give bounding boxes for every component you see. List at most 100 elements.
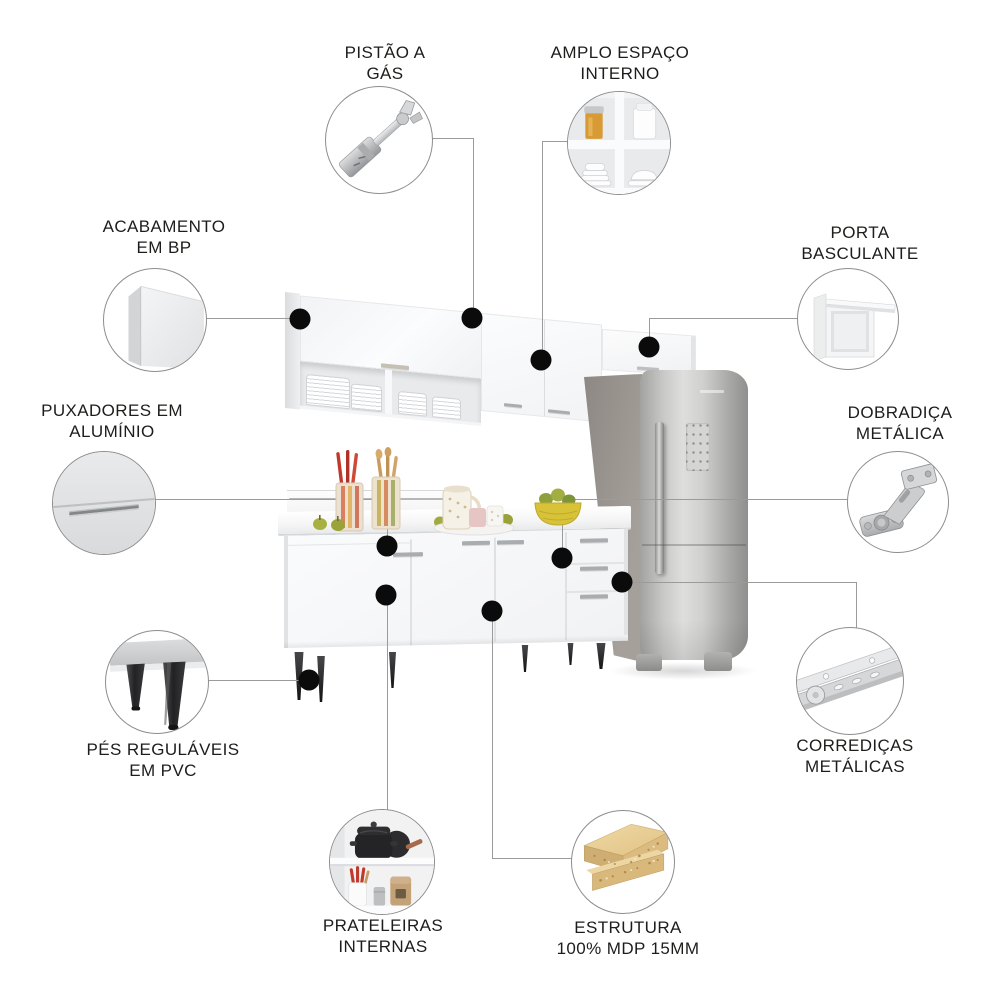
label-line: AMPLO ESPAÇO	[550, 43, 690, 62]
refrigerator-shadow	[608, 662, 758, 680]
feature-label-acabamento: ACABAMENTO EM BP	[44, 216, 284, 258]
feature-photo-amplo-espaco	[567, 91, 671, 195]
mdp-board-icon	[583, 823, 669, 891]
plate-stack	[306, 374, 350, 410]
label-line: INTERNO	[580, 64, 660, 83]
callout-line-amplo-h	[543, 141, 569, 142]
callout-dot-pistao	[461, 307, 483, 329]
callout-line-puxadores-h	[153, 499, 387, 500]
feature-photo-porta-basculante	[797, 268, 899, 370]
feature-photo-pes-regulaveis	[105, 630, 209, 734]
feature-label-puxadores: PUXADORES EM ALUMÍNIO	[0, 400, 232, 442]
refrigerator-foot	[704, 652, 732, 671]
callout-dot-corredicas	[611, 571, 633, 593]
feature-photo-corredicas	[796, 627, 904, 735]
feature-label-pes-regulaveis: PÉS REGULÁVEIS EM PVC	[43, 739, 283, 781]
label-line: GÁS	[366, 64, 404, 83]
callout-dot-acabamento	[289, 308, 311, 330]
refrigerator-control-panel	[686, 423, 710, 471]
bowl-stack	[398, 390, 427, 417]
label-line: ACABAMENTO	[102, 217, 226, 236]
callout-line-acabamento	[205, 318, 290, 319]
base-door-handle	[462, 540, 490, 546]
callout-dot-prateleiras	[375, 584, 397, 606]
feature-photo-dobradica	[847, 451, 949, 553]
label-line: PRATELEIRAS	[322, 916, 444, 935]
niche-divider	[385, 369, 392, 415]
label-line: BASCULANTE	[801, 244, 919, 263]
label-line: 100% MDP 15MM	[556, 939, 700, 958]
metal-hinge-icon	[859, 463, 938, 537]
door-seam	[494, 537, 496, 642]
callout-line-estrutura-v	[492, 620, 493, 858]
cabinet-interior-icon	[568, 92, 670, 194]
feature-label-pistao-a-gas: PISTÃO A GÁS	[265, 42, 505, 84]
callout-line-prateleiras-v	[387, 604, 388, 810]
wooden-spoons	[375, 447, 398, 481]
cups	[469, 505, 504, 527]
label-line: PÉS REGULÁVEIS	[86, 740, 240, 759]
feature-label-amplo-espaco: AMPLO ESPAÇO INTERNO	[500, 42, 740, 84]
feature-photo-acabamento	[103, 268, 207, 372]
callout-line-dobradica-h	[562, 499, 848, 500]
feature-label-prateleiras: PRATELEIRAS INTERNAS	[263, 915, 503, 957]
metal-slide-icon	[797, 642, 903, 715]
utensil-crock-b	[371, 476, 401, 530]
refrigerator-brand-mark	[700, 390, 724, 393]
base-bottom-shade	[284, 634, 628, 648]
cabinet-leg	[567, 643, 574, 665]
callout-line-corredicas-v	[856, 582, 857, 629]
bowl-stack	[432, 396, 461, 420]
pvc-feet-icon	[110, 638, 206, 730]
wall-door-handle	[548, 409, 570, 415]
countertop-decor	[313, 447, 582, 536]
label-line: ALUMÍNIO	[69, 422, 155, 441]
callout-line-pes-h	[206, 680, 300, 681]
drawer-handle	[580, 594, 608, 599]
cabinet-leg	[596, 643, 606, 669]
feature-photo-pistao-a-gas	[325, 86, 433, 194]
label-line: EM PVC	[129, 761, 197, 780]
base-door-handle	[497, 539, 524, 545]
callout-dot-pes	[298, 669, 320, 691]
base-cabinet	[284, 528, 628, 648]
feature-photo-prateleiras	[329, 809, 435, 915]
flip-door-icon	[813, 293, 896, 362]
label-line: CORREDIÇAS	[796, 736, 914, 755]
refrigerator-handle	[655, 422, 664, 574]
feature-label-estrutura: ESTRUTURA 100% MDP 15MM	[508, 917, 748, 959]
feature-label-porta-basculante: PORTA BASCULANTE	[740, 222, 980, 264]
internal-shelves-icon	[330, 810, 434, 914]
callout-dot-dobradica	[551, 547, 573, 569]
feature-photo-estrutura	[571, 810, 675, 914]
label-line: METÁLICAS	[805, 757, 905, 776]
wall-cabinet	[285, 292, 602, 441]
wall-door-handle	[504, 403, 522, 408]
refrigerator	[640, 370, 748, 660]
base-side-panel	[284, 535, 288, 648]
feature-label-corredicas: CORREDIÇAS METÁLICAS	[735, 735, 975, 777]
feature-photo-puxadores	[52, 451, 156, 555]
drawer-seam	[567, 561, 628, 566]
callout-dot-porta	[638, 336, 660, 358]
label-line: EM BP	[136, 238, 192, 257]
refrigerator-foot	[636, 654, 662, 671]
cabinet-leg	[388, 652, 397, 688]
feature-label-dobradica: DOBRADIÇA METÁLICA	[780, 402, 1000, 444]
callout-dot-estrutura	[481, 600, 503, 622]
drawer-handle	[580, 538, 608, 543]
red-utensils	[336, 450, 359, 484]
label-line: PORTA	[830, 223, 890, 242]
callout-line-pistao-h	[428, 138, 473, 139]
utensil-crock-a	[335, 482, 364, 532]
drawer-handle	[580, 566, 608, 571]
label-line: INTERNAS	[338, 937, 428, 956]
label-line: METÁLICA	[855, 424, 945, 443]
cabinet-leg	[317, 656, 325, 702]
callout-line-porta-v	[649, 318, 650, 340]
aluminum-handle-icon	[53, 452, 155, 554]
bowl-stack	[351, 383, 382, 413]
callout-dot-amplo	[530, 349, 552, 371]
label-line: ESTRUTURA	[574, 918, 682, 937]
